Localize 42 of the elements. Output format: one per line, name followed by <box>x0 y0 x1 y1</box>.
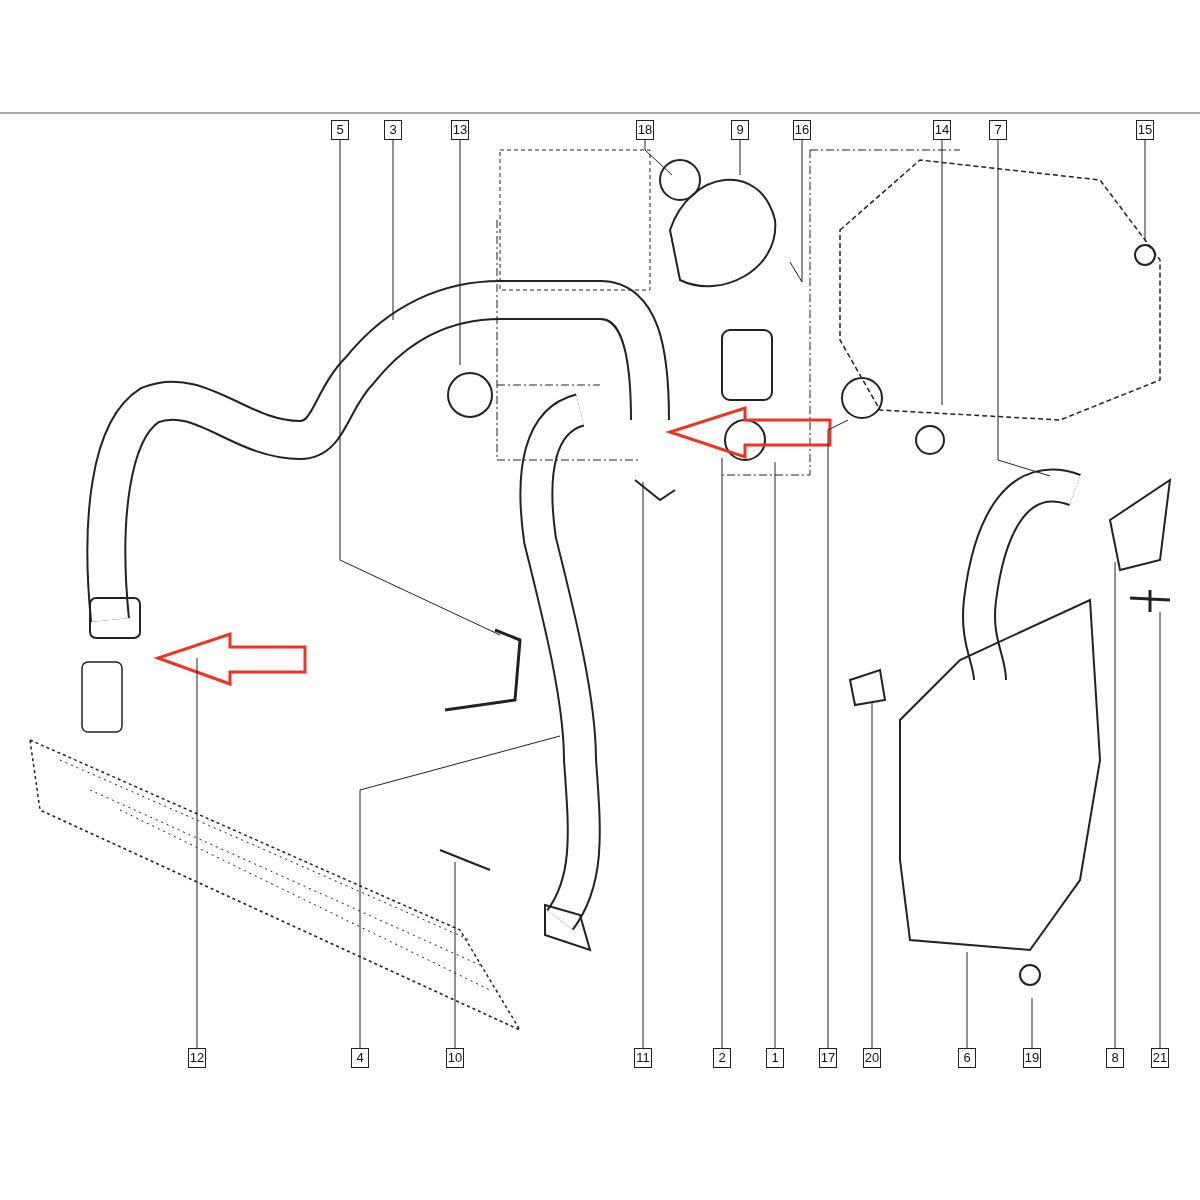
callout-number: 13 <box>451 120 469 140</box>
callout-number: 10 <box>446 1048 464 1068</box>
callout-number: 12 <box>188 1048 206 1068</box>
leader-line <box>871 701 873 1049</box>
leader-line <box>196 657 198 1049</box>
callout-number: 2 <box>713 1048 731 1068</box>
leader-line <box>1031 997 1033 1049</box>
leader-line <box>642 481 644 1049</box>
callout-number: 4 <box>351 1048 369 1068</box>
leader-line <box>774 461 776 1049</box>
leader-line <box>966 951 968 1049</box>
callout-number: 18 <box>636 120 654 140</box>
callout-number: 8 <box>1106 1048 1124 1068</box>
callout-number: 3 <box>384 120 402 140</box>
leader-line <box>339 139 501 636</box>
callout-number: 15 <box>1136 120 1154 140</box>
leader-line <box>644 139 673 176</box>
leader-line <box>941 139 943 406</box>
callout-number: 1 <box>766 1048 784 1068</box>
callout-number: 6 <box>958 1048 976 1068</box>
leader-line <box>459 139 461 366</box>
leader-line <box>827 419 849 1049</box>
leader-line <box>721 457 723 1049</box>
leader-line <box>1144 139 1146 241</box>
callout-number: 11 <box>634 1048 652 1068</box>
callout-number: 21 <box>1151 1048 1169 1068</box>
leader-line <box>454 861 456 1049</box>
callout-number: 7 <box>989 120 1007 140</box>
leader-line <box>739 139 741 176</box>
callout-number: 20 <box>863 1048 881 1068</box>
callout-number: 16 <box>793 120 811 140</box>
callout-number: 17 <box>819 1048 837 1068</box>
leader-line <box>392 139 394 321</box>
leader-line <box>997 139 1051 477</box>
leader-line <box>359 735 561 1049</box>
callout-number: 5 <box>331 120 349 140</box>
leader-line <box>1114 561 1116 1049</box>
leader-line <box>1159 611 1161 1049</box>
leader-line <box>789 139 803 283</box>
callout-number: 19 <box>1023 1048 1041 1068</box>
callout-number: 14 <box>933 120 951 140</box>
callout-number: 9 <box>731 120 749 140</box>
